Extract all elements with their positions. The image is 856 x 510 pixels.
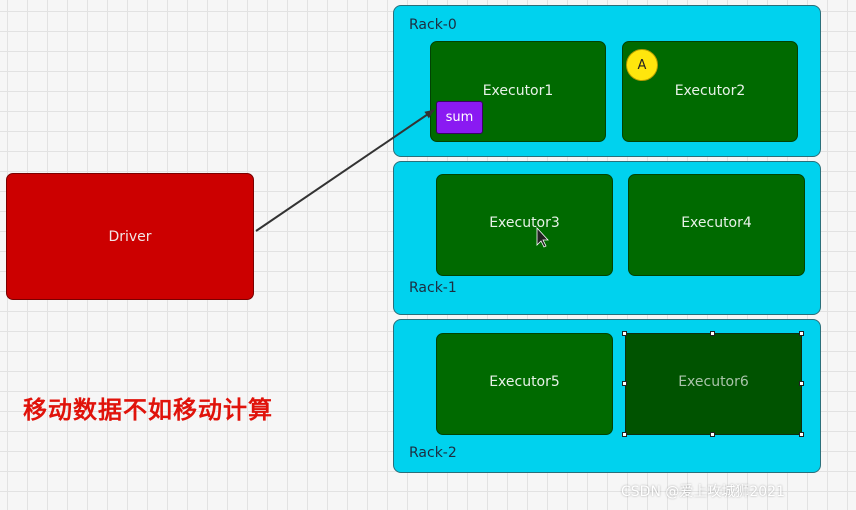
- data-badge-label: A: [637, 57, 647, 73]
- resize-handle-top-right[interactable]: [799, 331, 804, 336]
- caption-text: 移动数据不如移动计算: [23, 396, 273, 424]
- executor-6-label: Executor6: [678, 374, 749, 390]
- executor-2-label: Executor2: [674, 82, 746, 99]
- executor-4[interactable]: Executor4: [628, 174, 805, 276]
- resize-handle-right[interactable]: [799, 381, 804, 386]
- driver-node[interactable]: Driver: [6, 173, 254, 300]
- executor-3-label: Executor3: [489, 215, 560, 231]
- resize-handle-bottom[interactable]: [710, 432, 715, 437]
- executor-5-label: Executor5: [489, 374, 560, 390]
- resize-handle-bottom-right[interactable]: [799, 432, 804, 437]
- rack-2-label: Rack-2: [409, 445, 457, 461]
- task-block-sum[interactable]: sum: [436, 101, 483, 134]
- executor-6[interactable]: Executor6: [625, 333, 802, 435]
- resize-handle-left[interactable]: [622, 381, 627, 386]
- data-badge-a[interactable]: A: [626, 49, 658, 81]
- resize-handle-bottom-left[interactable]: [622, 432, 627, 437]
- executor-4-label: Executor4: [681, 215, 752, 231]
- executor-5[interactable]: Executor5: [436, 333, 613, 435]
- rack-0-label: Rack-0: [409, 17, 457, 33]
- watermark: CSDN @爱上攻城狮2021: [621, 484, 785, 500]
- task-block-label: sum: [445, 110, 474, 125]
- executor-3[interactable]: Executor3: [436, 174, 613, 276]
- rack-1-label: Rack-1: [409, 280, 457, 296]
- resize-handle-top[interactable]: [710, 331, 715, 336]
- executor-1-label: Executor1: [482, 82, 554, 99]
- resize-handle-top-left[interactable]: [622, 331, 627, 336]
- driver-label: Driver: [108, 228, 152, 245]
